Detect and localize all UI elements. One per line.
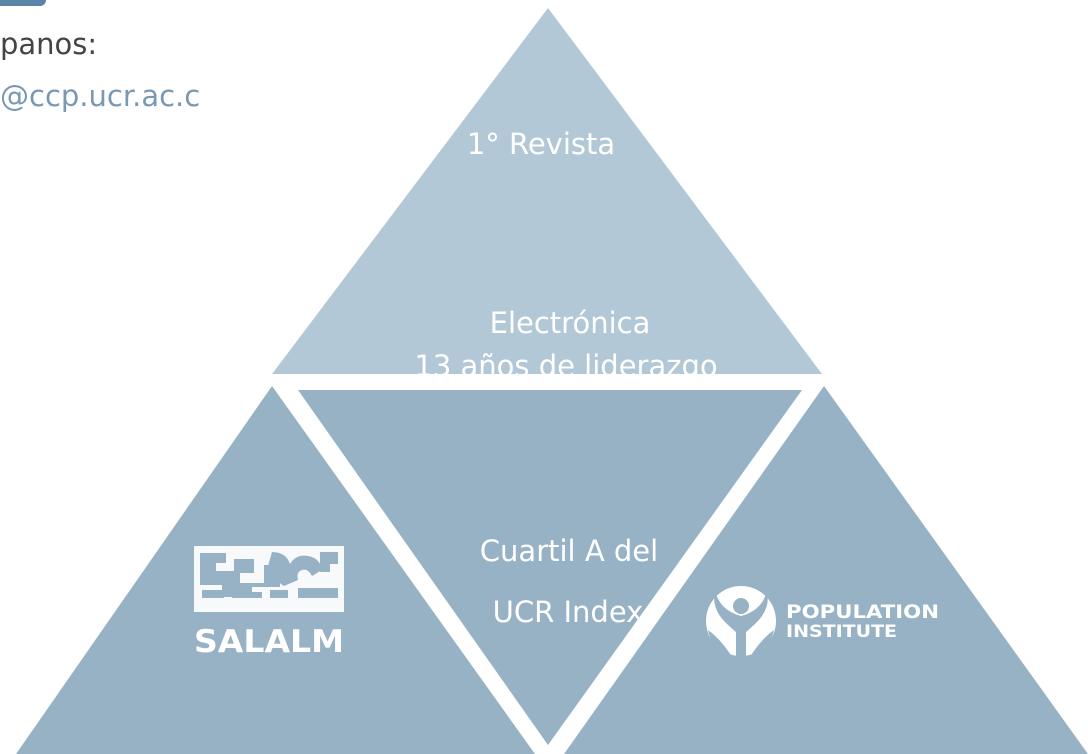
salalm-emblem-icon <box>194 546 344 612</box>
top-triangle-line3: 13 años de liderazgo <box>414 349 717 383</box>
top-triangle <box>272 8 822 374</box>
population-institute-emblem-icon <box>706 586 776 660</box>
center-triangle <box>298 390 802 745</box>
top-triangle-line2: Electrónica <box>490 306 651 340</box>
population-institute-logo: POPULATION INSTITUTE <box>706 586 939 660</box>
center-triangle-line2: UCR Index <box>493 595 644 629</box>
population-institute-line2: INSTITUTE <box>786 622 897 642</box>
center-triangle-line1: Cuartil A del <box>480 534 658 568</box>
top-triangle-line1: 1° Revista <box>467 127 615 161</box>
contact-label: panos: <box>0 27 98 61</box>
salalm-name: SALALM <box>194 624 344 660</box>
population-institute-line1: POPULATION <box>786 601 939 623</box>
heading-fragment <box>0 0 46 6</box>
salalm-logo: SALALM <box>194 546 344 660</box>
bottom-right-triangle <box>564 386 1088 754</box>
contact-email-link[interactable]: @ccp.ucr.ac.c <box>0 79 201 113</box>
